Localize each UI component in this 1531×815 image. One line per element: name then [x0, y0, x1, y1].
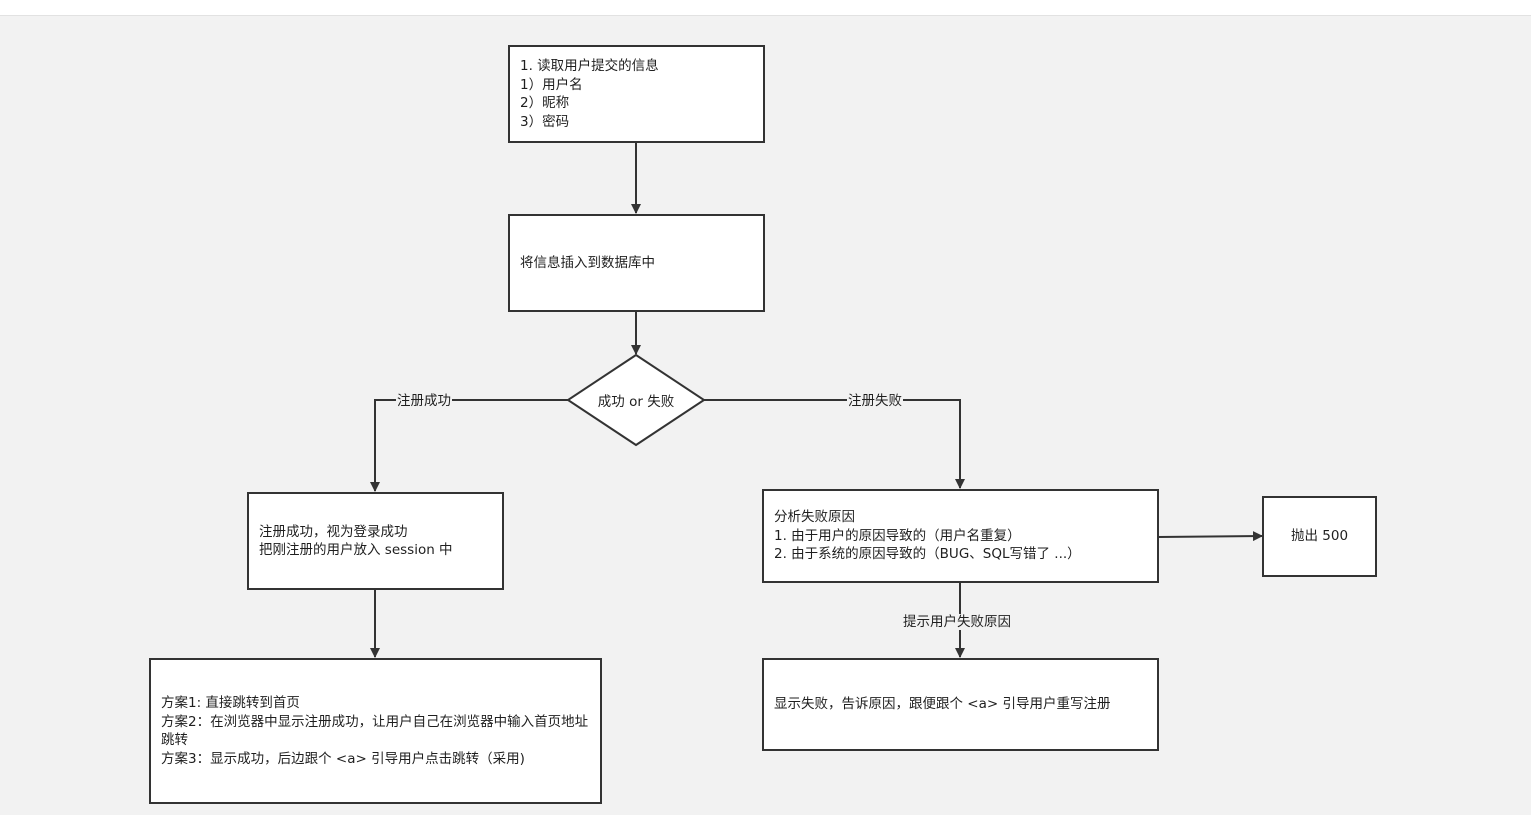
edge-label-success: 注册成功 [396, 393, 452, 409]
insert-db-text: 将信息插入到数据库中 [520, 254, 655, 271]
node-plans: 方案1: 直接跳转到首页 方案2：在浏览器中显示注册成功，让用户自己在浏览器中输… [149, 658, 602, 804]
decision-label: 成功 or 失败 [597, 394, 675, 410]
read-info-line: 1）用户名 [520, 76, 583, 93]
analyze-failure-line: 1. 由于用户的原因导致的（用户名重复） [774, 527, 1021, 544]
node-register-success: 注册成功，视为登录成功 把刚注册的用户放入 session 中 [247, 492, 504, 590]
edge-label-failure: 注册失败 [847, 393, 903, 409]
decision-diamond [566, 353, 706, 447]
plan-line: 方案2：在浏览器中显示注册成功，让用户自己在浏览器中输入首页地址跳转 [161, 713, 589, 749]
analyze-failure-line: 分析失败原因 [774, 509, 855, 526]
throw-500-text: 抛出 500 [1290, 528, 1349, 545]
edge-decision-to-success [370, 399, 568, 492]
plan-line: 方案1: 直接跳转到首页 [161, 695, 300, 711]
node-insert-db: 将信息插入到数据库中 [508, 214, 765, 312]
register-success-line: 把刚注册的用户放入 session 中 [259, 542, 453, 558]
read-info-line: 1. 读取用户提交的信息 [520, 58, 659, 74]
edge-decision-to-failure [704, 399, 965, 489]
analyze-failure-line: 2. 由于系统的原因导致的（BUG、SQL写错了 ...） [774, 546, 1081, 563]
read-info-line: 3）密码 [520, 113, 570, 130]
edge-failure-to-500 [1157, 531, 1263, 542]
node-show-failure: 显示失败，告诉原因，跟便跟个 <a> 引导用户重写注册 [762, 658, 1159, 751]
node-read-info: 1. 读取用户提交的信息 1）用户名 2）昵称 3）密码 [508, 45, 765, 143]
node-analyze-failure: 分析失败原因 1. 由于用户的原因导致的（用户名重复） 2. 由于系统的原因导致… [762, 489, 1159, 583]
register-success-line: 注册成功，视为登录成功 [259, 523, 408, 540]
edge-label-hint: 提示用户失败原因 [902, 614, 1012, 630]
node-throw-500: 抛出 500 [1262, 496, 1377, 577]
read-info-line: 2）昵称 [520, 95, 570, 111]
top-bar [0, 0, 1531, 16]
show-failure-text: 显示失败，告诉原因，跟便跟个 <a> 引导用户重写注册 [774, 696, 1111, 713]
plan-line: 方案3：显示成功，后边跟个 <a> 引导用户点击跳转（采用) [161, 750, 525, 767]
